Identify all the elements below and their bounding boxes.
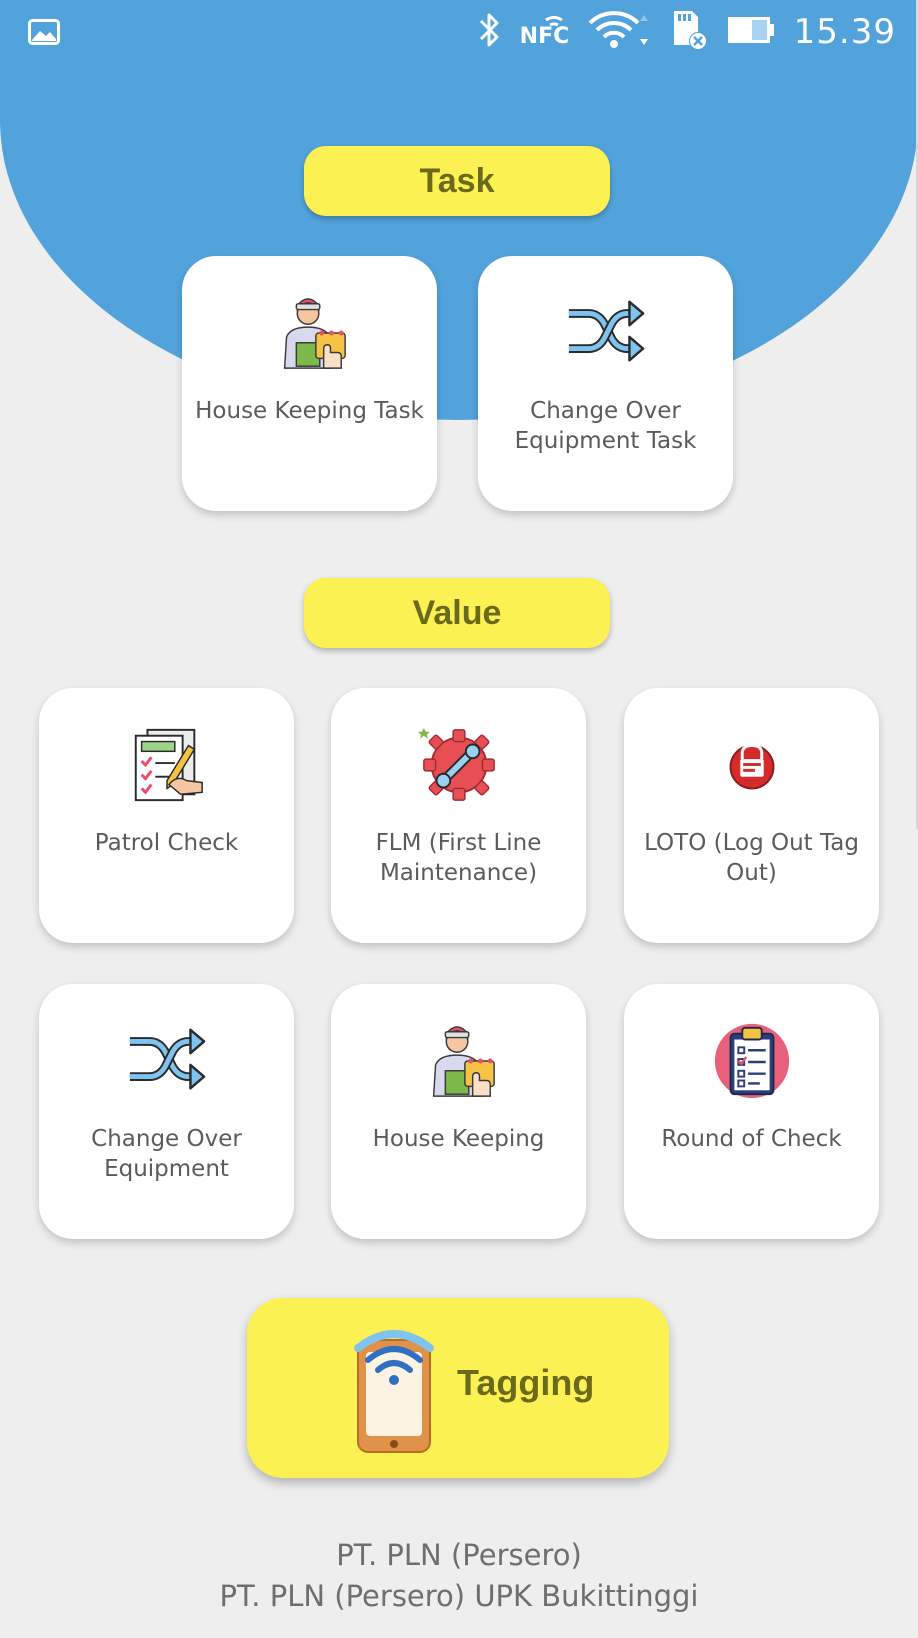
house-keeping-task-card[interactable]: House Keeping Task	[182, 256, 437, 511]
round-of-check-card[interactable]: Round of Check	[624, 984, 879, 1239]
padlock-icon	[728, 744, 775, 790]
nfc-phone-icon	[354, 1330, 434, 1453]
shuffle-icon	[565, 292, 647, 374]
change-over-equipment-task-card[interactable]: Change Over Equipment Task	[478, 256, 733, 511]
clock-time: 15.39	[793, 12, 896, 52]
tagging-label: Tagging	[457, 1362, 595, 1403]
checklist-icon	[133, 728, 204, 802]
value-section-title: Value	[304, 578, 610, 648]
housekeeper-icon	[432, 1026, 495, 1097]
housekeeper-icon	[283, 298, 346, 369]
card-label: House Keeping Task	[195, 398, 424, 424]
loto-card[interactable]: LOTO (Log Out Tag Out)	[624, 688, 879, 943]
gear-wrench-icon	[418, 724, 500, 806]
nfc-label: NFC	[519, 24, 570, 49]
nfc-icon: NFC	[519, 12, 570, 52]
change-over-equipment-card[interactable]: Change Over Equipment	[39, 984, 294, 1239]
footer-company: PT. PLN (Persero)	[336, 1538, 582, 1572]
wifi-icon	[586, 10, 650, 54]
footer-unit: PT. PLN (Persero) UPK Bukittinggi	[219, 1579, 699, 1613]
card-label: LOTO (Log Out Tag Out)	[644, 830, 859, 886]
card-label: Patrol Check	[94, 830, 239, 856]
patrol-check-card[interactable]: Patrol Check	[39, 688, 294, 943]
card-label: Change Over Equipment	[91, 1126, 242, 1182]
clipboard-icon	[713, 1022, 790, 1100]
shuffle-icon	[126, 1020, 208, 1102]
card-label: House Keeping	[372, 1126, 545, 1152]
flm-card[interactable]: FLM (First Line Maintenance)	[331, 688, 586, 943]
card-label: FLM (First Line Maintenance)	[375, 830, 542, 886]
card-label: Change Over Equipment Task	[514, 398, 697, 454]
tagging-button[interactable]: Tagging	[247, 1298, 669, 1478]
sd-card-icon	[668, 9, 708, 56]
footer: PT. PLN (Persero) PT. PLN (Persero) UPK …	[0, 1535, 918, 1617]
status-bar: NFC	[0, 0, 918, 64]
task-section-title: Task	[304, 146, 610, 216]
card-label: Round of Check	[661, 1126, 842, 1152]
house-keeping-card[interactable]: House Keeping	[331, 984, 586, 1239]
bluetooth-icon	[478, 11, 502, 54]
image-icon	[28, 19, 60, 50]
battery-icon	[726, 14, 776, 51]
edge-divider	[916, 0, 918, 830]
